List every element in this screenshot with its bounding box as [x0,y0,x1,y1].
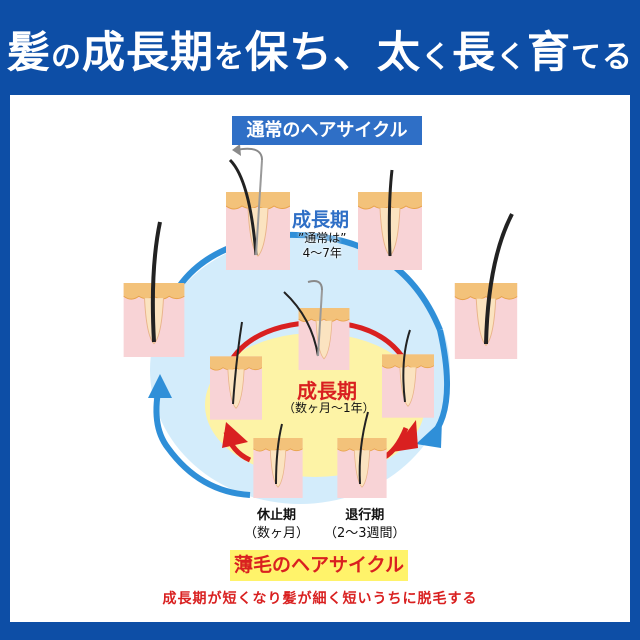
bottom-caption: 成長期が短くなり髪が細く短いうちに脱毛する [162,591,478,607]
headline: 髪の成長期を保ち、太く長く育てる [0,18,640,80]
normal-tile-right [454,213,518,359]
headline-part-8: く [496,40,527,75]
thinning-cycle-title: 薄毛のヘアサイクル [230,550,408,581]
headline-part-9: 育 [527,28,571,78]
normal-tile-top-right [358,169,422,270]
normal-cycle-title: 通常のヘアサイクル [232,116,422,145]
headline-part-3: 成長期 [82,28,214,78]
headline-part-7: 長 [452,28,496,78]
thin-tile-left [210,321,262,420]
normal-growth-phase-label: 成長期 [292,209,350,231]
resting-phase-duration: （数ヶ月） [244,526,310,541]
thin-arrow-left [222,422,248,448]
regression-phase-duration: （2〜3週間） [324,526,406,541]
normal-duration-line-2: 4〜7年 [302,246,342,260]
regression-phase-label: 退行期 （2〜3週間） [324,507,406,543]
thin-tile-top [283,280,350,370]
headline-part-5: 保ち、太 [245,28,421,78]
headline-part-4: を [214,40,245,75]
thin-growth-phase-label: 成長期 [297,379,357,403]
regression-phase-name: 退行期 [345,508,385,523]
resting-phase-name: 休止期 [257,508,297,523]
normal-duration-line-1: ”通常は” [298,231,347,245]
normal-tile-top-left [226,144,290,270]
normal-growth-duration: ”通常は” 4〜7年 [298,231,346,261]
normal-arrow-right [416,420,442,448]
headline-part-10: てる [571,40,633,75]
thin-tile-bottom-left [252,423,304,498]
headline-part-6: く [421,40,452,75]
headline-part-1: 髪 [7,28,51,78]
thin-growth-duration: （数ヶ月〜1年） [283,401,375,415]
headline-part-2: の [51,40,82,75]
resting-phase-label: 休止期 （数ヶ月） [244,507,309,543]
thin-tile-right [382,329,434,418]
normal-arrow-left [148,374,172,398]
thin-tile-bottom-right [336,411,388,498]
normal-cycle-ring-left [153,381,251,498]
normal-tile-left [123,221,185,357]
thin-arrow-right [392,420,418,452]
